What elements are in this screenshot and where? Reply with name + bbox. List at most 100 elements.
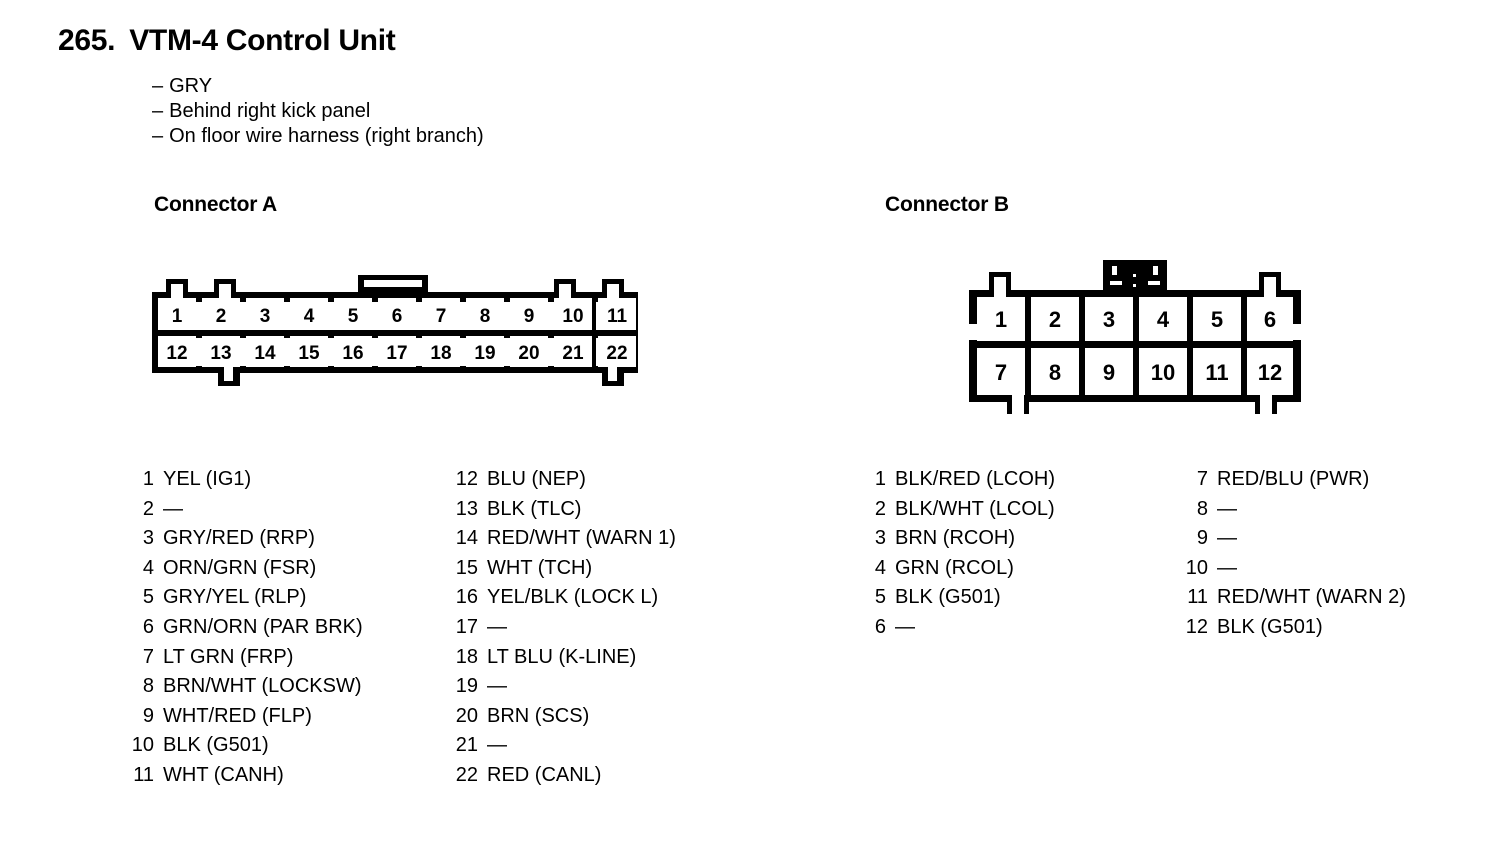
subtitle-text: Behind right kick panel [169, 100, 371, 122]
pin-number: 4 [142, 556, 154, 579]
pin-cell-number: 8 [480, 306, 491, 327]
pin-cell-number: 12 [166, 343, 187, 364]
pin-cell-number: 7 [995, 360, 1007, 385]
pin-cell-number: 11 [607, 306, 628, 327]
pin-label: YEL (IG1) [163, 468, 252, 490]
pin-number: 8 [1196, 497, 1208, 520]
pin-cell-number: 2 [1049, 307, 1061, 332]
pin-label: YEL/BLK (LOCK L) [487, 586, 659, 609]
pin-label: — [163, 497, 183, 520]
pin-label: — [1217, 527, 1237, 550]
pin-number: 7 [1196, 468, 1208, 490]
pin-label: BLU (NEP) [487, 468, 586, 490]
pin-number: 9 [142, 704, 154, 727]
connector-b-heading: Connector B [885, 193, 1009, 216]
pin-row: 13 BLK (TLC) [450, 498, 676, 528]
pin-number: 6 [874, 615, 886, 638]
pin-cell-number: 11 [1205, 360, 1228, 385]
pin-label: BLK (TLC) [487, 497, 582, 520]
pin-number: 1 [874, 468, 886, 490]
pin-label: BLK (G501) [1217, 615, 1323, 638]
subtitle-line: –Behind right kick panel [152, 99, 484, 124]
pin-row: 20 BRN (SCS) [450, 705, 676, 735]
pin-row: 11 WHT (CANH) [126, 764, 363, 794]
connector-b-latch-block [1103, 260, 1167, 292]
pin-label: — [1217, 556, 1237, 579]
pin-label: — [895, 615, 915, 638]
pin-number: 6 [142, 615, 154, 638]
pin-row: 21— [450, 734, 676, 764]
pin-cell-number: 10 [1151, 360, 1175, 385]
connector-a-heading: Connector A [154, 193, 278, 216]
pin-cell-number: 2 [216, 306, 227, 327]
pin-cell-number: 13 [210, 343, 231, 364]
pin-number: 20 [455, 704, 478, 727]
pin-label: — [487, 675, 507, 698]
pin-label: WHT (TCH) [487, 556, 593, 579]
pin-label: BLK/WHT (LCOL) [895, 497, 1055, 520]
subtitle-line: –GRY [152, 74, 484, 99]
pin-number: 15 [455, 556, 478, 579]
pin-row: 2— [126, 498, 363, 528]
pin-label: — [1217, 497, 1237, 520]
pin-cell-number: 20 [518, 343, 539, 364]
pin-number: 18 [455, 645, 478, 668]
pin-number: 10 [131, 734, 154, 757]
pin-row: 19 — [450, 675, 676, 705]
pin-number: 11 [1187, 586, 1208, 609]
pin-number: 10 [1185, 556, 1208, 579]
page-title-text: VTM-4 Control Unit [129, 24, 396, 57]
pin-number: 11 [133, 763, 154, 786]
pin-number: 8 [142, 675, 154, 698]
pin-number: 13 [455, 497, 478, 520]
pin-cell-number: 1 [995, 307, 1007, 332]
pin-cell-number: 17 [386, 343, 407, 364]
pin-row: 10 — [1180, 557, 1406, 587]
pin-row: 17— [450, 616, 676, 646]
subtitle-text: On floor wire harness (right branch) [169, 125, 484, 147]
pin-label: GRY/YEL (RLP) [163, 586, 307, 609]
pin-number: 19 [455, 675, 478, 698]
pin-cell-number: 8 [1049, 360, 1061, 385]
pin-label: WHT/RED (FLP) [163, 704, 312, 727]
pin-label: GRN (RCOL) [895, 556, 1014, 579]
pin-cell-number: 9 [1103, 360, 1115, 385]
connector-b-bottom-row-numbers: 7 8 9 10 11 12 [995, 360, 1282, 385]
pin-cell-number: 3 [1103, 307, 1115, 332]
subtitle-line: –On floor wire harness (right branch) [152, 124, 484, 149]
connector-b-diagram: 1 2 3 4 5 6 7 8 9 10 11 12 [969, 260, 1301, 415]
pin-label: BRN (SCS) [487, 704, 590, 727]
connector-b-top-row-numbers: 1 2 3 4 5 6 [995, 307, 1276, 332]
pin-number: 7 [142, 645, 154, 668]
pin-row: 8— [1180, 498, 1406, 528]
pin-cell-number: 6 [1264, 307, 1276, 332]
pin-number: 2 [874, 497, 886, 520]
subtitle-text: GRY [169, 75, 213, 97]
pin-row: 9— [1180, 527, 1406, 557]
pin-label: RED/WHT (WARN 2) [1217, 586, 1406, 609]
pin-cell-number: 16 [342, 343, 363, 364]
pin-cell-number: 22 [606, 343, 627, 364]
pin-cell-number: 5 [1211, 307, 1223, 332]
pin-label: — [487, 615, 507, 638]
connector-a-diagram: 1 2 3 4 5 6 7 8 9 10 11 12 13 14 15 16 1… [152, 275, 638, 386]
pin-cell-number: 21 [562, 343, 584, 364]
pin-cell-number: 19 [474, 343, 495, 364]
bullet-dash-icon: – [152, 125, 164, 147]
connector-a-top-row-numbers: 1 2 3 4 5 6 7 8 9 10 11 [172, 306, 628, 327]
connector-a-bottom-row-numbers: 12 13 14 15 16 17 18 19 20 21 22 [166, 343, 627, 364]
pin-number: 22 [455, 763, 478, 786]
pin-label: WHT (CANH) [163, 763, 284, 786]
pin-cell-number: 12 [1258, 360, 1282, 385]
